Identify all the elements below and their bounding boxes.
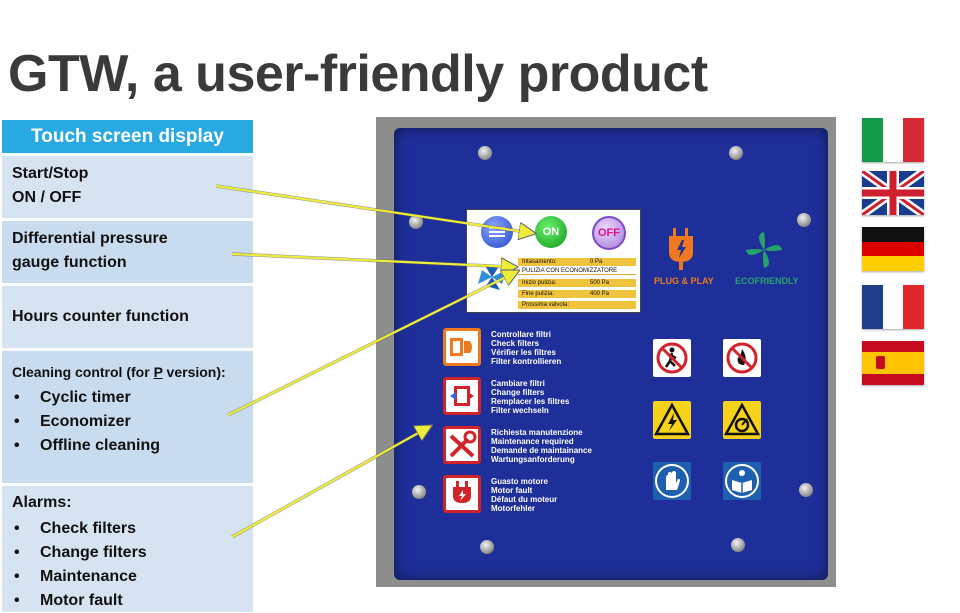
alarm-item: Maintenance xyxy=(12,565,243,589)
cleaning-item: Offline cleaning xyxy=(12,434,243,458)
differential-pressure-box: Differential pressure gauge function xyxy=(2,221,253,283)
motor-fault-icon xyxy=(443,475,481,513)
page-title: GTW, a user-friendly product xyxy=(8,45,708,103)
screw-icon xyxy=(731,538,745,552)
hours-counter-label: Hours counter function xyxy=(12,308,189,325)
screw-icon xyxy=(412,485,426,499)
wear-gloves-sign-icon xyxy=(653,462,691,500)
screw-icon xyxy=(478,146,492,160)
screen-row: PULIZIA CON ECONOMIZZATORE xyxy=(518,267,636,275)
no-fire-sign-icon xyxy=(723,339,761,377)
change-filters-icon xyxy=(443,377,481,415)
maintenance-wrench-icon xyxy=(443,426,481,464)
screw-icon xyxy=(797,213,811,227)
alarm-item: Change filters xyxy=(12,541,243,565)
alarms-heading: Alarms: xyxy=(12,494,72,511)
start-stop-label: Start/Stop xyxy=(12,165,89,182)
hours-counter-box: Hours counter function xyxy=(2,286,253,348)
screw-icon xyxy=(729,146,743,160)
cleaning-control-box: Cleaning control (for P version): Cyclic… xyxy=(2,351,253,483)
screen-row: Inizio pulizia:500 Pa xyxy=(518,279,636,287)
start-stop-box: Start/Stop ON / OFF xyxy=(2,156,253,218)
alarm-item: Check filters xyxy=(12,517,243,541)
screen-row: Intasamento:0 Pa xyxy=(518,258,636,266)
italian-flag-icon[interactable] xyxy=(862,118,924,162)
differential-line2: gauge function xyxy=(12,254,127,271)
cleaning-item: Economizer xyxy=(12,410,243,434)
screw-icon xyxy=(799,483,813,497)
rotating-parts-warning-icon xyxy=(723,401,761,439)
arrow-start-stop xyxy=(215,184,532,233)
on-button[interactable]: ON xyxy=(535,216,567,248)
no-access-sign-icon xyxy=(653,339,691,377)
alarms-box: Alarms: Check filters Change filters Mai… xyxy=(2,486,253,613)
menu-button[interactable] xyxy=(481,216,513,248)
alarm-item: Motor fault xyxy=(12,589,243,613)
arrow-differential xyxy=(231,252,514,267)
differential-line1: Differential pressure xyxy=(12,230,168,247)
check-filters-icon xyxy=(443,328,481,366)
british-flag-icon[interactable] xyxy=(859,167,927,219)
arrow-alarms xyxy=(231,427,429,538)
on-off-label: ON / OFF xyxy=(12,189,82,206)
spanish-flag-icon[interactable] xyxy=(862,341,924,385)
german-flag-icon[interactable] xyxy=(862,227,924,271)
plug-icon xyxy=(666,228,696,272)
screen-row: Prossima valvola: xyxy=(518,301,636,309)
off-button[interactable]: OFF xyxy=(592,216,626,250)
cleaning-heading: Cleaning control (for P version): xyxy=(12,364,226,380)
high-voltage-warning-icon xyxy=(653,401,691,439)
read-manual-sign-icon xyxy=(723,462,761,500)
screen-row: Fine pulizia:400 Pa xyxy=(518,290,636,298)
screw-icon xyxy=(480,540,494,554)
ecofriendly-label: ECOFRIENDLY xyxy=(735,276,799,286)
touch-screen-header: Touch screen display xyxy=(2,120,253,153)
cleaning-item: Cyclic timer xyxy=(12,386,243,410)
arrow-cleaning xyxy=(227,272,516,416)
french-flag-icon[interactable] xyxy=(862,285,924,329)
eco-leaf-icon xyxy=(744,230,784,270)
plug-play-label: PLUG & PLAY xyxy=(654,276,714,286)
screw-icon xyxy=(409,215,423,229)
